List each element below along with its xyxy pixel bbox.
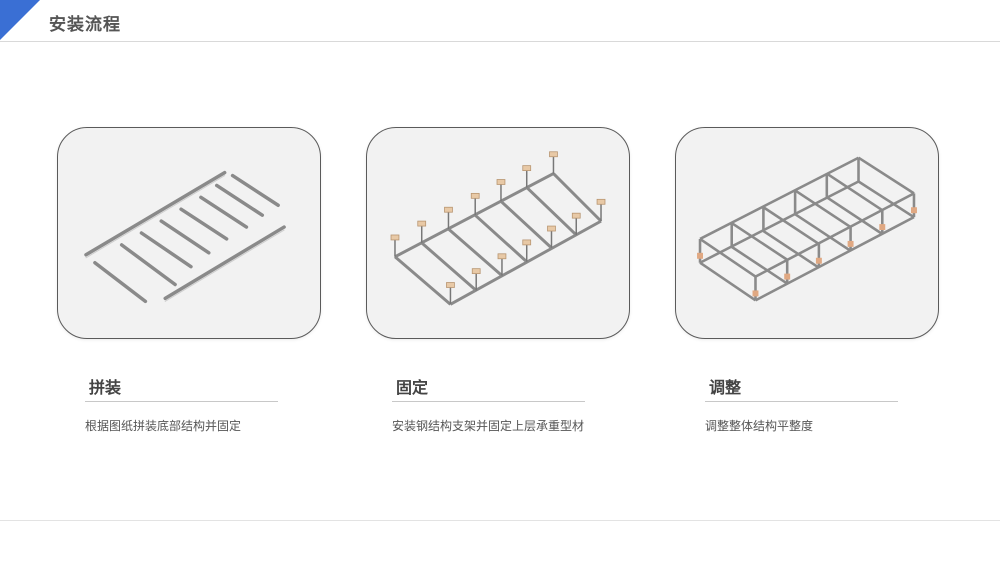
footer-divider — [0, 520, 1000, 521]
step-3: 调整 调整整体结构平整度 — [705, 376, 900, 434]
completed-frame-icon — [697, 156, 917, 302]
step-2-image-card — [366, 127, 630, 339]
corner-accent-triangle — [0, 0, 40, 40]
step-title: 拼装 — [89, 378, 122, 397]
step-description: 根据图纸拼装底部结构并固定 — [85, 419, 242, 433]
step-title: 调整 — [709, 378, 742, 397]
step-2: 固定 安装钢结构支架并固定上层承重型材 — [392, 376, 587, 434]
step-underline — [705, 401, 898, 402]
step-description: 安装钢结构支架并固定上层承重型材 — [392, 419, 585, 433]
disassembled-frame-icon — [84, 170, 286, 304]
step-underline — [392, 401, 585, 402]
frame-with-supports-icon — [390, 151, 606, 306]
step-description: 调整整体结构平整度 — [705, 419, 814, 433]
step-1: 拼装 根据图纸拼装底部结构并固定 — [85, 376, 280, 434]
step-3-image-card — [675, 127, 939, 339]
step-1-image-card — [57, 127, 321, 339]
header-divider — [0, 41, 1000, 42]
step-title: 固定 — [396, 378, 429, 397]
step-underline — [85, 401, 278, 402]
page-title: 安装流程 — [49, 15, 121, 35]
